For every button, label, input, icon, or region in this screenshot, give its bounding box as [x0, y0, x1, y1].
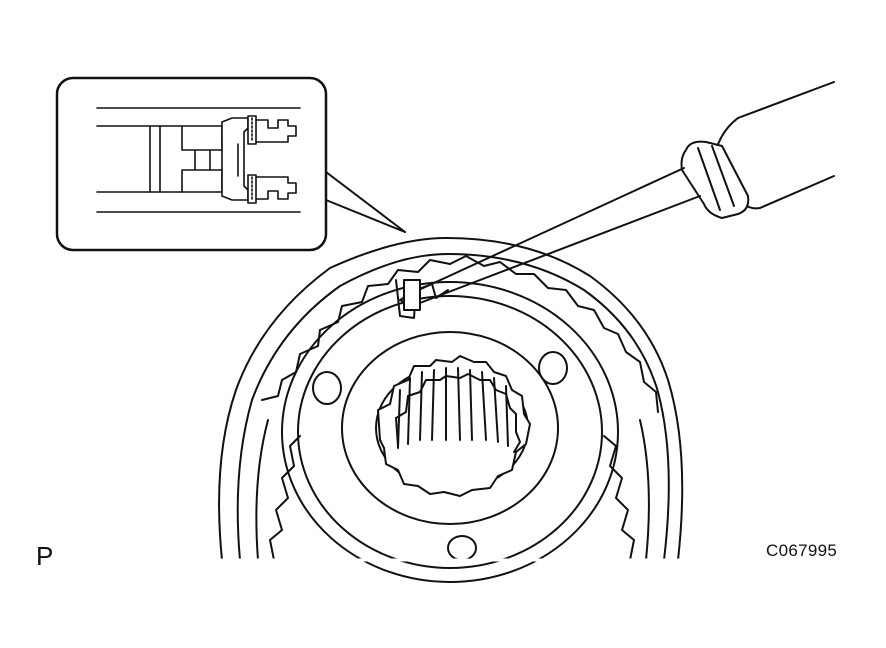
screwdriver-icon	[399, 81, 835, 307]
figure-code: C067995	[766, 541, 838, 560]
gear-hub-drawing	[218, 237, 684, 583]
detail-inset	[55, 76, 406, 252]
corner-mark: P	[36, 541, 54, 571]
detail-cross-section	[96, 107, 301, 213]
